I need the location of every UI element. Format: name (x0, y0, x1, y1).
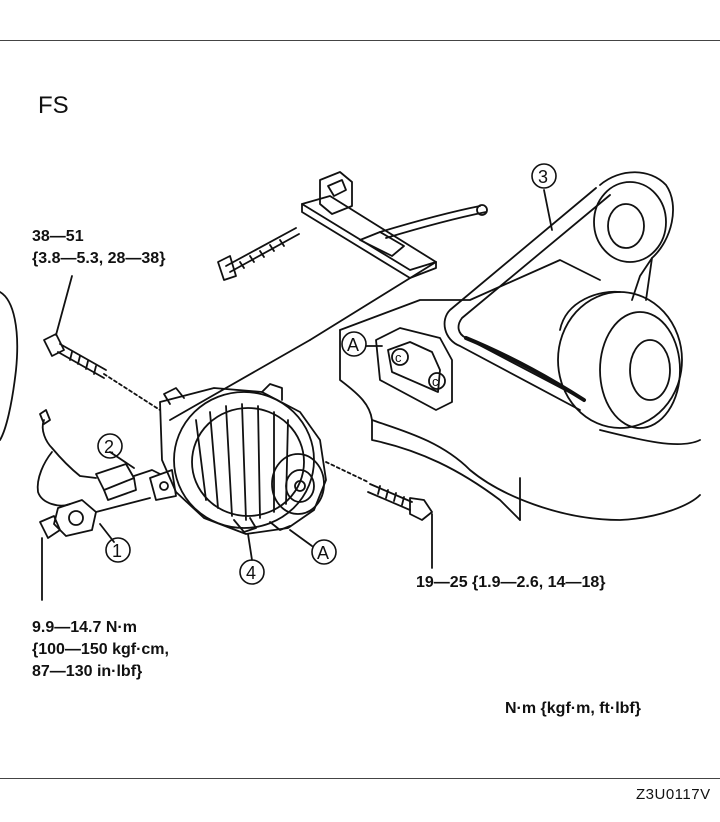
callout-circle (341, 331, 367, 357)
callout-circle (97, 433, 123, 459)
callout-circle (105, 537, 131, 563)
callout-1-label: 1 (112, 541, 122, 561)
adjusting-bolt (325, 461, 433, 569)
torque-line: 9.9—14.7 N·m (32, 619, 137, 636)
connector-bracket (169, 171, 488, 421)
torque-spec-upper-bolt: 38—51 {3.8—5.3, 28—38} (32, 226, 165, 270)
engine-block (339, 259, 701, 521)
mounting-bracket: c c (375, 327, 453, 411)
torque-spec-terminal-nut: 9.9—14.7 N·m {100—150 kgf·cm, 87—130 in·lb… (32, 617, 169, 683)
torque-line: 38—51 (32, 228, 84, 245)
alternator (149, 383, 327, 535)
callout-leader (289, 529, 313, 547)
callout-circle (311, 539, 337, 565)
callout-leader (109, 451, 135, 469)
bracket-letter: c (395, 350, 402, 365)
callout-a-label: A (347, 335, 359, 355)
through-bolt (217, 227, 300, 281)
callout-2-label: 2 (104, 437, 114, 457)
figure-code: Z3U0117V (636, 786, 711, 803)
units-legend: N·m {kgf·m, ft·lbf} (505, 700, 641, 717)
top-rule (0, 40, 720, 41)
alternator-mounting-bolt (43, 275, 161, 411)
terminal-nut (39, 497, 151, 601)
crankshaft-pulley (464, 290, 683, 429)
bracket-letter: c (432, 374, 439, 389)
callout-leader (247, 533, 253, 561)
callout-a-label: A (317, 543, 329, 563)
torque-line: 19—25 {1.9—2.6, 14—18} (416, 574, 606, 591)
callout-4-label: 4 (246, 563, 256, 583)
torque-line: 87—130 in·lbf} (32, 663, 143, 680)
engine-code-label: FS (38, 92, 69, 119)
bottom-rule (0, 778, 720, 779)
torque-spec-lower-bolt: 19—25 {1.9—2.6, 14—18} (416, 572, 605, 594)
callout-circle (531, 163, 557, 189)
adjacent-part-outline (0, 291, 19, 441)
torque-line: {100—150 kgf·cm, (32, 641, 169, 658)
torque-line: {3.8—5.3, 28—38} (32, 250, 166, 267)
callout-circle (239, 559, 265, 585)
wiring-connector (36, 409, 161, 507)
callout-leader (543, 189, 553, 231)
callout-3-label: 3 (538, 167, 548, 187)
